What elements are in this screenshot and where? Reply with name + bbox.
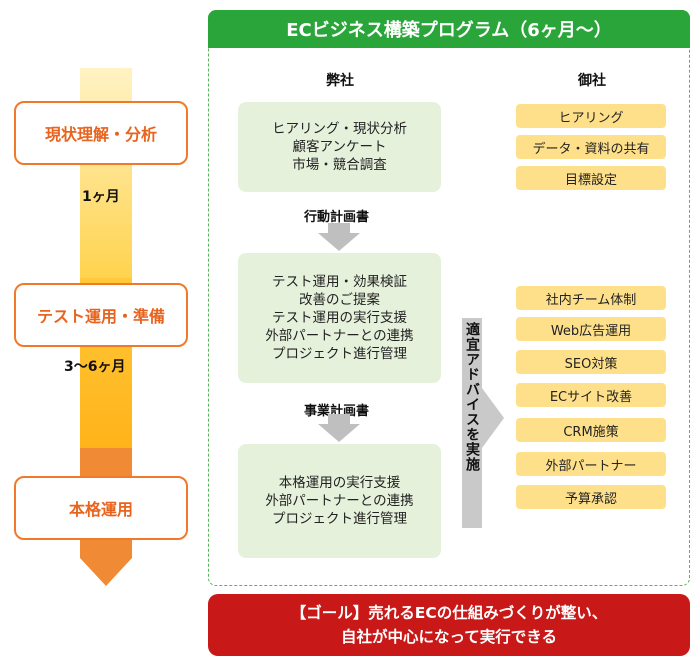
task-line: 顧客アンケート: [292, 139, 387, 155]
task-line: 外部パートナーとの連携: [265, 493, 414, 509]
client-item: SEO対策: [516, 350, 666, 374]
task-line: ヒアリング・現状分析: [272, 121, 407, 137]
task-box-1: ヒアリング・現状分析 顧客アンケート 市場・競合調査: [238, 102, 441, 192]
client-item: 予算承認: [516, 485, 666, 509]
document-label-1: 行動計画書: [304, 210, 370, 225]
document-label-2: 事業計画書: [304, 404, 370, 419]
client-item: ECサイト改善: [516, 383, 666, 407]
task-line: テスト運用の実行支援: [272, 310, 407, 326]
client-item: Web広告運用: [516, 317, 666, 341]
timeline-segment-analysis: [80, 68, 132, 278]
timeline-arrowhead-icon: [80, 558, 132, 586]
task-line: プロジェクト進行管理: [272, 346, 407, 362]
phase-analysis: 現状理解・分析: [14, 101, 188, 165]
client-item: ヒアリング: [516, 104, 666, 128]
phase-test: テスト運用・準備: [14, 283, 188, 347]
column-label-ours: 弊社: [326, 73, 354, 89]
advice-arrow: [462, 318, 482, 528]
task-line: 改善のご提案: [299, 292, 380, 308]
column-label-yours: 御社: [578, 73, 606, 89]
phase-full-operation: 本格運用: [14, 476, 188, 540]
right-arrow-icon: [482, 388, 504, 448]
client-item: 社内チーム体制: [516, 286, 666, 310]
task-box-2: テスト運用・効果検証 改善のご提案 テスト運用の実行支援 外部パートナーとの連携…: [238, 253, 441, 383]
task-box-3: 本格運用の実行支援 外部パートナーとの連携 プロジェクト進行管理: [238, 444, 441, 558]
goal-banner: 【ゴール】売れるECの仕組みづくりが整い、 自社が中心になって実行できる: [208, 594, 690, 656]
task-line: 市場・競合調査: [292, 157, 387, 173]
task-line: 本格運用の実行支援: [278, 475, 401, 491]
client-item: 外部パートナー: [516, 452, 666, 476]
client-item: 目標設定: [516, 166, 666, 190]
task-line: プロジェクト進行管理: [272, 511, 407, 527]
program-title: ECビジネス構築プログラム（6ヶ月〜）: [208, 10, 690, 48]
client-item: CRM施策: [516, 418, 666, 442]
down-arrow-icon: [318, 223, 360, 251]
duration-2: 3〜6ヶ月: [64, 359, 126, 375]
down-arrow-icon: [318, 414, 360, 442]
advice-label: 適宜アドバイスを実施: [464, 322, 480, 472]
goal-line-1: 【ゴール】売れるECの仕組みづくりが整い、: [290, 604, 608, 622]
client-item: データ・資料の共有: [516, 135, 666, 159]
task-line: 外部パートナーとの連携: [265, 328, 414, 344]
task-line: テスト運用・効果検証: [272, 274, 407, 290]
goal-line-2: 自社が中心になって実行できる: [341, 628, 557, 646]
duration-1: 1ヶ月: [82, 189, 120, 205]
